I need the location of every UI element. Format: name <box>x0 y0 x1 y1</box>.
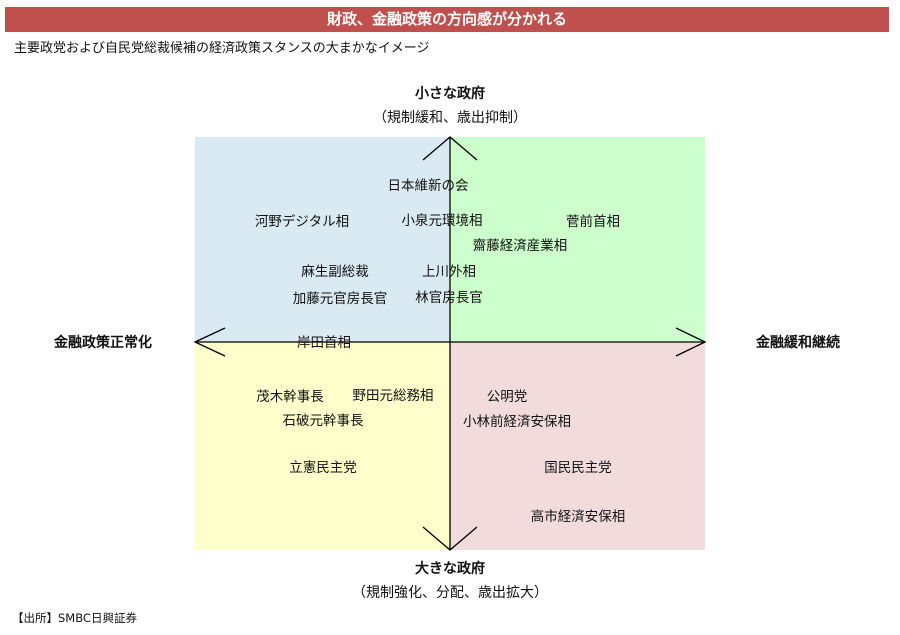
axis-left-label: 金融政策正常化 <box>54 335 152 351</box>
item-label: 小泉元環境相 <box>401 213 483 229</box>
arrow-down <box>422 526 478 551</box>
item-label: 菅前首相 <box>566 214 620 230</box>
arrow-up <box>422 136 478 161</box>
subtitle: 主要政党および自民党総裁候補の経済政策スタンスの大まかなイメージ <box>14 41 430 56</box>
axis-top-label: 小さな政府 <box>415 86 485 102</box>
item-label: 河野デジタル相 <box>254 214 350 230</box>
quadrant-bottom-left <box>195 342 450 550</box>
axis-bottom-sub: （規制強化、分配、歳出拡大） <box>352 585 548 601</box>
quadrant-bottom-right <box>450 342 705 550</box>
arrow-right <box>675 327 707 357</box>
source-note: 【出所】SMBC日興証券 <box>12 611 137 625</box>
axis-bottom-label: 大きな政府 <box>415 561 485 577</box>
item-label: 野田元総務相 <box>352 388 434 404</box>
item-label: 国民民主党 <box>544 460 612 476</box>
item-label: 岸田首相 <box>297 335 351 351</box>
axis-right-label: 金融緩和継続 <box>756 335 840 351</box>
title-bar: 財政、金融政策の方向感が分かれる <box>5 7 889 32</box>
item-label: 立憲民主党 <box>289 460 357 476</box>
quadrant-top-right <box>450 137 705 342</box>
quadrant-top-left <box>195 137 450 342</box>
item-label: 日本維新の会 <box>387 178 469 194</box>
item-label: 茂木幹事長 <box>256 389 324 405</box>
axis-top-sub: （規制緩和、歳出抑制） <box>373 110 527 126</box>
item-label: 小林前経済安保相 <box>463 414 571 430</box>
item-label: 齋藤経済産業相 <box>472 238 568 254</box>
item-label: 加藤元官房長官 <box>292 291 388 307</box>
item-label: 麻生副総裁 <box>301 264 369 280</box>
arrow-left <box>193 327 226 357</box>
item-label: 高市経済安保相 <box>530 509 626 525</box>
item-label: 公明党 <box>486 389 528 405</box>
item-label: 上川外相 <box>422 264 476 280</box>
item-label: 石破元幹事長 <box>282 413 364 429</box>
item-label: 林官房長官 <box>415 290 483 306</box>
